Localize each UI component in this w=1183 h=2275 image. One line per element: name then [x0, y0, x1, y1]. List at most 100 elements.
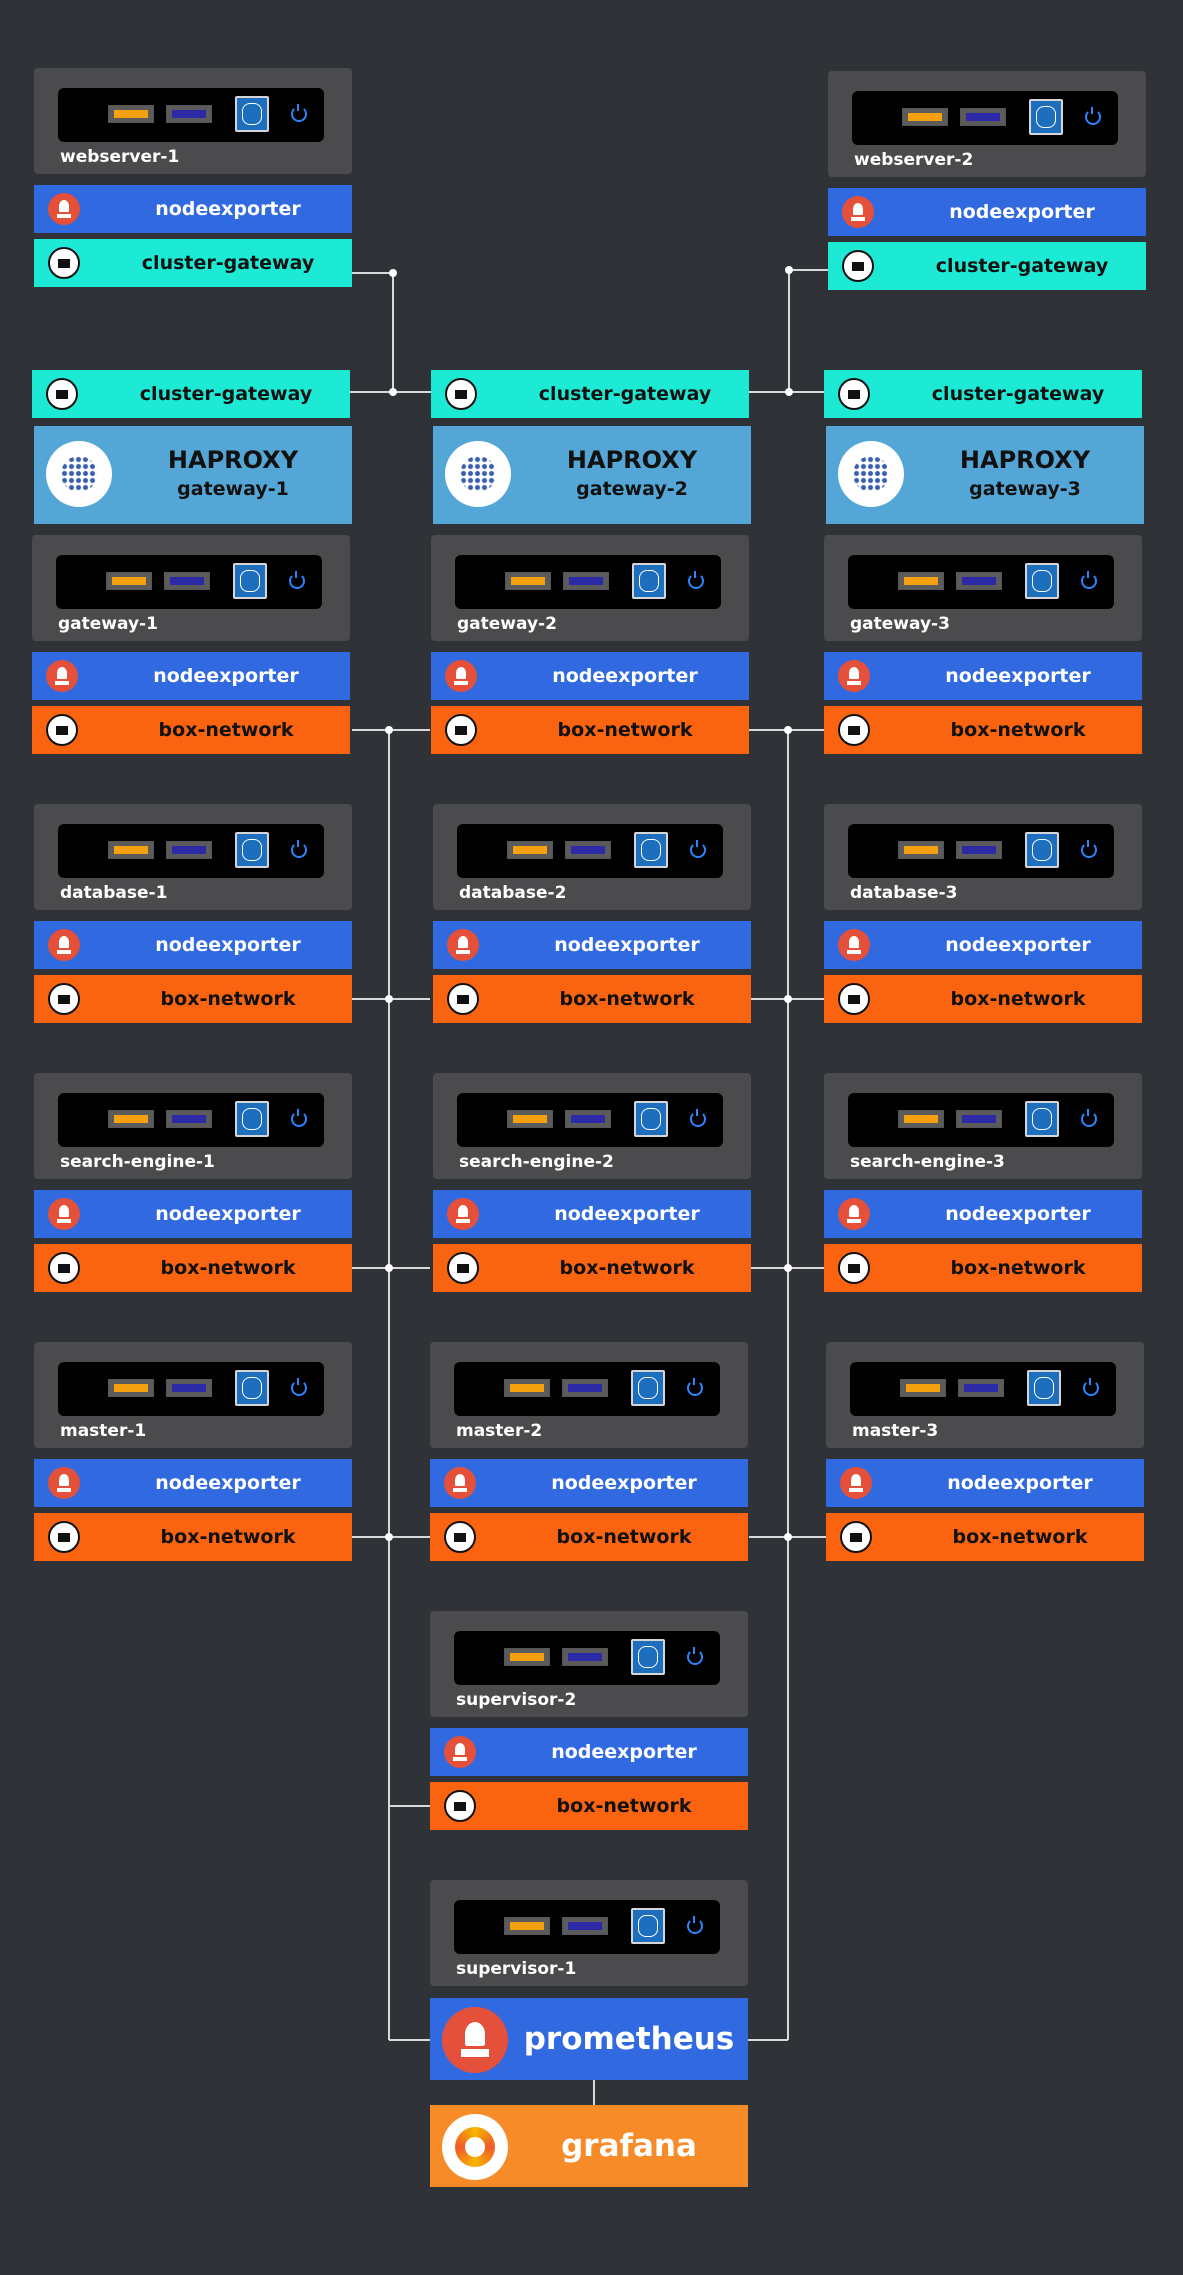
drive-bay-blue — [565, 1110, 611, 1128]
ethernet-port-icon — [838, 378, 870, 410]
prometheus-torch-icon — [48, 193, 80, 225]
power-icon[interactable] — [687, 1916, 703, 1934]
server-front-panel — [56, 555, 322, 609]
ethernet-port-icon — [842, 250, 874, 282]
nodeexporter-bar[interactable]: nodeexporter — [32, 652, 350, 700]
box-network-bar[interactable]: box-network — [34, 1513, 352, 1561]
nodeexporter-bar-label: nodeexporter — [155, 934, 301, 956]
power-icon[interactable] — [690, 1109, 706, 1127]
power-icon[interactable] — [687, 1378, 703, 1396]
nodeexporter-bar[interactable]: nodeexporter — [824, 921, 1142, 969]
nodeexporter-bar-label: nodeexporter — [155, 198, 301, 220]
haproxy-title: HAPROXY — [959, 446, 1091, 474]
nodeexporter-bar[interactable]: nodeexporter — [826, 1459, 1144, 1507]
cluster-gateway-bar-label: cluster-gateway — [141, 252, 315, 274]
nodeexporter-bar[interactable]: nodeexporter — [824, 1190, 1142, 1238]
cpu-chip-icon — [631, 1370, 665, 1406]
box-network-bar[interactable]: box-network — [34, 975, 352, 1023]
nodeexporter-bar[interactable]: nodeexporter — [34, 1190, 352, 1238]
cluster-gateway-bar[interactable]: cluster-gateway — [32, 370, 350, 418]
nodeexporter-bar-label: nodeexporter — [551, 1472, 697, 1494]
haproxy-gateway-name: gateway-2 — [576, 478, 688, 500]
power-icon[interactable] — [688, 571, 704, 589]
drive-bay-light — [568, 1653, 602, 1661]
server-front-panel — [457, 824, 723, 878]
server-front-panel — [454, 1900, 720, 1954]
server-name: database-2 — [459, 883, 567, 903]
nodeexporter-bar[interactable]: nodeexporter — [828, 188, 1146, 236]
box-network-bar[interactable]: box-network — [431, 706, 749, 754]
cluster-gateway-bar-label: cluster-gateway — [935, 255, 1109, 277]
server-front-panel — [455, 555, 721, 609]
wire-junction — [389, 388, 397, 396]
box-network-bar[interactable]: box-network — [824, 706, 1142, 754]
box-network-bar[interactable]: box-network — [430, 1782, 748, 1830]
nodeexporter-bar[interactable]: nodeexporter — [430, 1728, 748, 1776]
power-icon[interactable] — [291, 1109, 307, 1127]
cpu-chip-ring — [240, 570, 260, 592]
box-network-bar-label: box-network — [160, 1257, 296, 1279]
nodeexporter-bar[interactable]: nodeexporter — [430, 1459, 748, 1507]
box-network-bar[interactable]: box-network — [433, 1244, 751, 1292]
drive-bay-light — [904, 577, 938, 585]
power-icon[interactable] — [687, 1647, 703, 1665]
nodeexporter-bar[interactable]: nodeexporter — [824, 652, 1142, 700]
drive-bay-blue — [956, 572, 1002, 590]
grafana-service[interactable]: grafana — [430, 2105, 748, 2187]
power-icon[interactable] — [291, 840, 307, 858]
drive-bay-light — [114, 846, 148, 854]
power-icon[interactable] — [289, 571, 305, 589]
cluster-gateway-bar[interactable]: cluster-gateway — [824, 370, 1142, 418]
wire-junction — [385, 995, 393, 1003]
power-icon[interactable] — [1083, 1378, 1099, 1396]
server-front-panel — [848, 824, 1114, 878]
power-icon[interactable] — [291, 104, 307, 122]
drive-bay-light — [964, 1384, 998, 1392]
nodeexporter-bar[interactable]: nodeexporter — [34, 185, 352, 233]
cluster-gateway-bar[interactable]: cluster-gateway — [34, 239, 352, 287]
box-network-bar[interactable]: box-network — [32, 706, 350, 754]
nodeexporter-bar[interactable]: nodeexporter — [34, 921, 352, 969]
cluster-gateway-bar[interactable]: cluster-gateway — [828, 242, 1146, 290]
nodeexporter-bar[interactable]: nodeexporter — [433, 1190, 751, 1238]
box-network-bar-label: box-network — [950, 1257, 1086, 1279]
box-network-bar[interactable]: box-network — [430, 1513, 748, 1561]
nodeexporter-bar-label: nodeexporter — [945, 934, 1091, 956]
power-icon[interactable] — [1081, 840, 1097, 858]
box-network-bar-label: box-network — [950, 719, 1086, 741]
power-icon[interactable] — [1081, 1109, 1097, 1127]
drive-bay-light — [908, 113, 942, 121]
nodeexporter-bar-label: nodeexporter — [945, 665, 1091, 687]
drive-bay-light — [962, 846, 996, 854]
drive-bay-light — [511, 577, 545, 585]
haproxy-logo-icon — [838, 441, 904, 507]
box-network-bar[interactable]: box-network — [824, 975, 1142, 1023]
drive-bay-orange — [898, 841, 944, 859]
nodeexporter-bar[interactable]: nodeexporter — [431, 652, 749, 700]
server-box: supervisor-1 — [430, 1880, 748, 1986]
power-icon[interactable] — [291, 1378, 307, 1396]
server-front-panel — [848, 1093, 1114, 1147]
wire-junction — [784, 726, 792, 734]
box-network-bar[interactable]: box-network — [34, 1244, 352, 1292]
drive-bay-light — [962, 1115, 996, 1123]
cluster-gateway-bar[interactable]: cluster-gateway — [431, 370, 749, 418]
power-icon[interactable] — [1085, 107, 1101, 125]
power-icon[interactable] — [1081, 571, 1097, 589]
box-network-bar[interactable]: box-network — [826, 1513, 1144, 1561]
power-icon[interactable] — [690, 840, 706, 858]
nodeexporter-bar-label: nodeexporter — [945, 1203, 1091, 1225]
drive-bay-orange — [507, 1110, 553, 1128]
box-network-bar[interactable]: box-network — [433, 975, 751, 1023]
box-network-bar[interactable]: box-network — [824, 1244, 1142, 1292]
drive-bay-light — [904, 1115, 938, 1123]
cpu-chip-ring — [641, 1108, 661, 1130]
prometheus-service[interactable]: prometheus — [430, 1998, 748, 2080]
nodeexporter-bar[interactable]: nodeexporter — [34, 1459, 352, 1507]
wire-junction — [784, 1533, 792, 1541]
grafana-label: grafana — [561, 2128, 697, 2164]
nodeexporter-bar[interactable]: nodeexporter — [433, 921, 751, 969]
